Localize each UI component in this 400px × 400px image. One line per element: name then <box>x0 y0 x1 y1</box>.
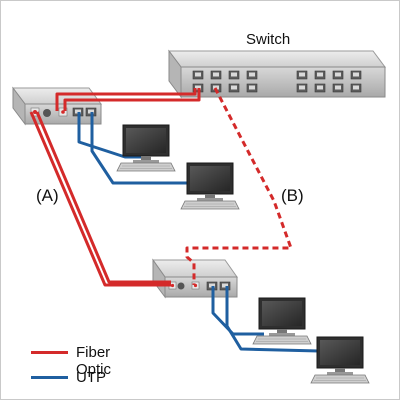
switch-label: Switch <box>246 31 291 48</box>
fiber-path-a <box>29 111 171 287</box>
fiber-optic-swatch <box>31 351 68 354</box>
computer-3 <box>252 297 312 345</box>
fiber-path-b-dashed <box>185 87 293 285</box>
path-a-label: (A) <box>36 186 59 205</box>
fiber-cable-converter1-switch <box>55 88 201 111</box>
legend-label-utp: UTP <box>76 369 106 386</box>
utp-cable-pc2 <box>90 112 189 185</box>
utp-cable-pc1 <box>77 112 148 159</box>
computer-1 <box>116 124 176 172</box>
computer-2 <box>180 162 240 210</box>
utp-cable-pc4 <box>225 286 320 353</box>
network-switch <box>168 49 386 99</box>
path-b-label: (B) <box>281 186 304 205</box>
utp-cable-pc3 <box>211 286 264 336</box>
utp-swatch <box>31 376 68 379</box>
media-converter-2 <box>152 258 238 299</box>
computer-4 <box>310 336 370 384</box>
legend-label-fiber-optic: Fiber Optic <box>76 344 112 378</box>
